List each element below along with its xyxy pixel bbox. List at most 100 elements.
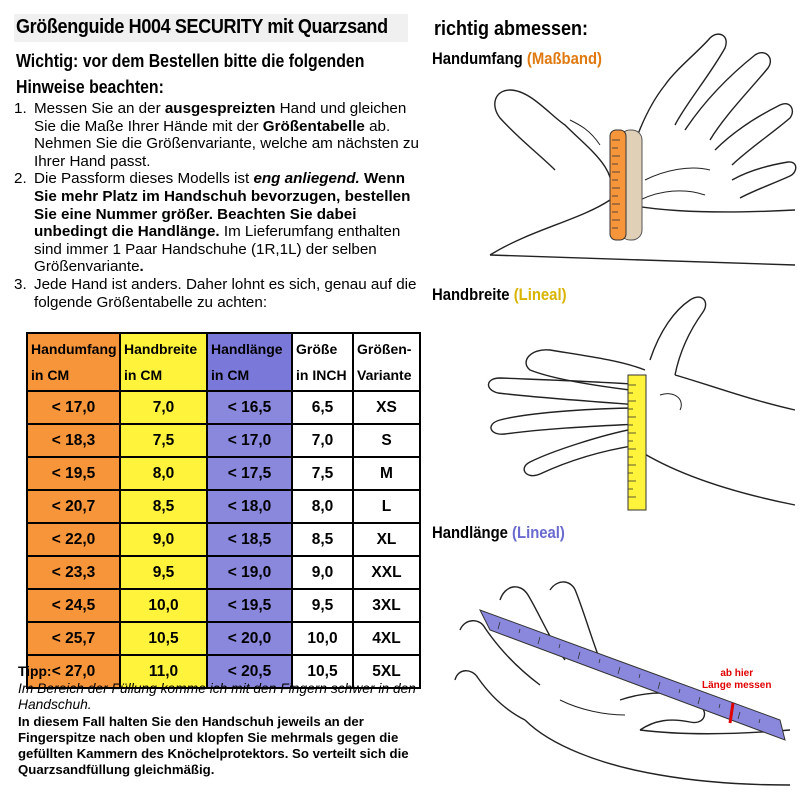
subtitle-line-1: Wichtig: vor dem Bestellen bitte die fol… [16,51,365,71]
cell-handbreite: 7,5 [119,423,208,458]
little-finger [523,427,639,477]
instruction-text: Wenn Sie mehr Platz im Handschuh bevorzu… [34,170,411,241]
cell-handlaenge: < 20,5 [206,654,293,689]
cell-groessen-variante: 4XL [352,621,421,656]
cell-handlaenge: < 18,5 [206,522,293,557]
instruction-item: 2.Die Passform dieses Modells ist eng an… [10,170,430,276]
cell-handbreite: 7,0 [119,390,208,425]
thumb-outline [489,89,613,256]
cell-handumfang: < 19,5 [26,456,121,491]
cell-handbreite: 11,0 [119,654,208,689]
palm-crease-2 [639,190,706,201]
cell-handumfang: < 23,3 [26,555,121,590]
cell-handbreite: 8,5 [119,489,208,524]
subtitle-line-2: Hinweise beachten: [16,77,164,97]
palm-bottom [524,719,791,786]
instruction-number: 2. [14,170,27,188]
measure-heading: richtig abmessen: [434,18,589,40]
ruler-length [478,609,786,741]
cell-handumfang: < 22,0 [26,522,121,557]
hand-width-illustration [487,296,796,511]
cell-groessen-variante: S [352,423,421,458]
cell-handlaenge: < 16,5 [206,390,293,425]
cell-groessen-variante: XXL [352,555,421,590]
cell-groesse-inch: 6,5 [291,390,354,425]
hand-length-illustration [454,581,791,786]
instruction-number: 3. [14,275,27,293]
cell-groessen-variante: XL [352,522,421,557]
cell-groessen-variante: XS [352,390,421,425]
ring-finger [459,620,541,686]
instruction-text: ausgespreizten [164,100,276,117]
cell-handumfang: < 18,3 [26,423,121,458]
thumb-outline [649,296,707,376]
cell-groesse-inch: 9,0 [291,555,354,590]
instruction-item: 3. Jede Hand ist anders. Daher lohnt es s… [10,276,430,311]
index-finger [525,349,646,391]
cell-groesse-inch: 10,5 [291,654,354,689]
middle-finger [684,51,772,141]
instruction-number: 1. [14,100,27,117]
tip-bold-text: In diesem Fall halten Sie den Handschuh … [18,713,409,777]
wrist-line-bottom [637,449,796,506]
instruction-text: Hand und gleichen Sie die Maße Ihrer Hän… [34,100,407,135]
cell-handumfang: < 20,7 [26,489,121,524]
tip-box: Tipp: Im Bereich der Füllung komme ich m… [18,664,438,778]
thumb-crease [569,119,601,146]
cell-handlaenge: < 17,5 [206,456,293,491]
page-title: Größenguide H004 SECURITY mit Quarzsand [16,16,388,38]
instruction-text: Größentabelle [262,117,365,135]
index-finger [619,33,727,196]
instruction-text: Die Passform dieses Modells ist [34,170,254,188]
instruction-item: 1. Messen Sie an der ausgespreizten Hand … [10,100,430,170]
instruction-text: ab. Nehmen Sie die Größenvariante, welch… [34,117,419,170]
cell-groesse-inch: 7,5 [291,456,354,491]
cell-handlaenge: < 19,5 [206,588,293,623]
little-finger [731,161,797,199]
palm-crease-1 [644,167,711,181]
instruction-list: 1. Messen Sie an der ausgespreizten Hand … [10,100,430,311]
instruction-text: Jede Hand ist anders. Daher lohnt es sic… [34,275,417,311]
label-handlaenge: Handlänge (Lineal) [432,524,565,542]
middle-finger [487,377,646,406]
cell-groessen-variante: M [352,456,421,491]
cell-groessen-variante: L [352,489,421,524]
label-handbreite: Handbreite (Lineal) [432,286,567,304]
tool-lineal-1: Lineal [518,286,562,304]
cell-handbreite: 8,0 [119,456,208,491]
tip-heading: Tipp: [18,664,52,679]
instruction-text: . [139,258,144,276]
cell-groessen-variante: 3XL [352,588,421,623]
wrist-line [489,254,796,266]
cell-groesse-inch: 10,0 [291,621,354,656]
cell-handlaenge: < 20,0 [206,621,293,656]
cell-groesse-inch: 8,0 [291,489,354,524]
ring-finger [490,407,641,435]
cell-handumfang: < 25,7 [26,621,121,656]
cell-handumfang: < 24,5 [26,588,121,623]
instruction-text: Messen Sie an der [34,100,165,117]
tool-lineal-2: Lineal [517,524,560,542]
cell-handbreite: 9,0 [119,522,208,557]
subtitle: Wichtig: vor dem Bestellen bitte die fol… [16,48,364,100]
label-handumfang: Handumfang (Maßband) [432,50,602,68]
palm-crease [559,699,626,716]
cell-handumfang: < 17,0 [26,390,121,425]
cell-handbreite: 10,0 [119,588,208,623]
measuring-tape [609,129,643,241]
length-start-marker [728,702,735,724]
ring-finger [714,103,794,166]
cell-handbreite: 9,5 [119,555,208,590]
knuckle-crease [659,393,682,411]
tip-italic-text: Im Bereich der Füllung komme ich mit den… [18,680,416,713]
